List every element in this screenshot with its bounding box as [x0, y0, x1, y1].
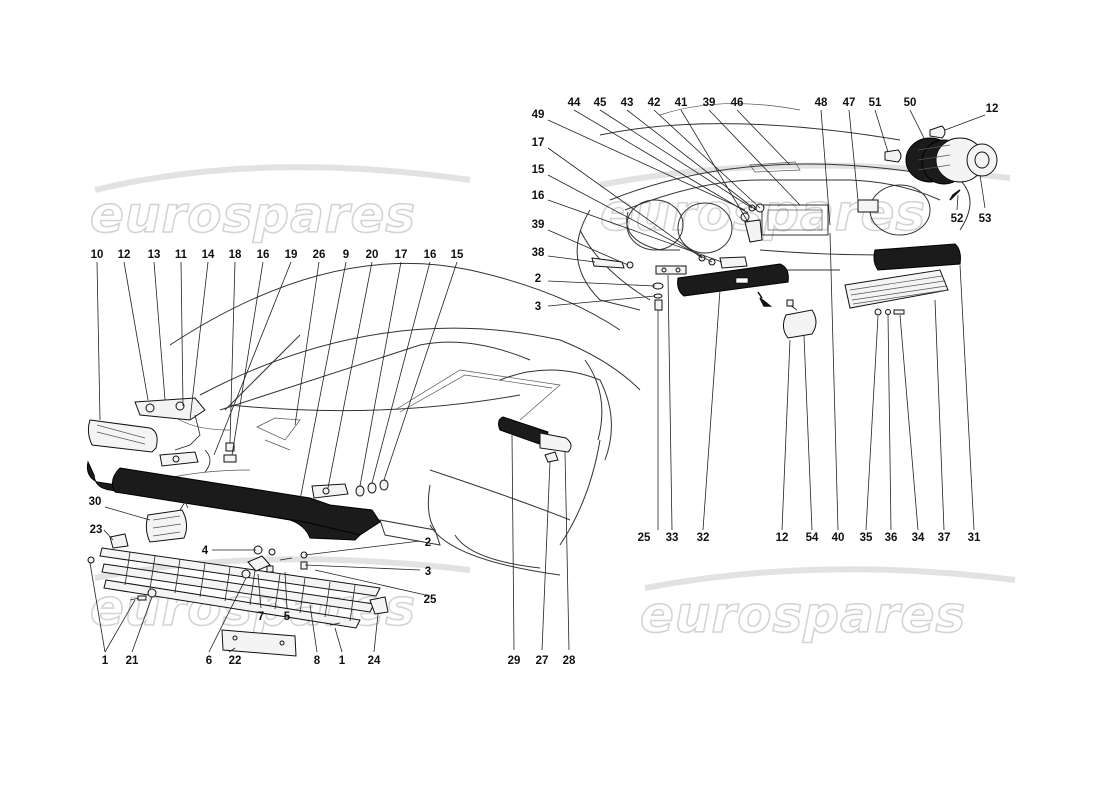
part-label: 48 — [815, 97, 828, 109]
part-label: 10 — [91, 249, 104, 261]
part-label: 51 — [869, 97, 882, 109]
fasteners-left — [87, 545, 389, 626]
part-label: 2 — [425, 537, 431, 549]
part-label: 32 — [697, 532, 710, 544]
watermark-text: eurospares — [640, 586, 966, 644]
horn-assembly — [498, 416, 572, 463]
front-grille — [99, 547, 381, 629]
side-marker-light — [87, 419, 158, 453]
watermark-top-left: eurospares — [89, 164, 471, 245]
part-label: 18 — [229, 249, 242, 261]
part-label: 52 — [951, 213, 964, 225]
part-label: 3 — [425, 566, 431, 578]
arrow-indicator-2 — [949, 189, 961, 201]
part-label: 40 — [832, 532, 845, 544]
part-label: 20 — [366, 249, 379, 261]
part-label: 8 — [314, 655, 321, 667]
part-label: 36 — [885, 532, 898, 544]
rear-bumper-right — [873, 243, 961, 271]
part-label: 13 — [148, 249, 161, 261]
part-label: 47 — [843, 97, 856, 109]
part-label: 41 — [675, 97, 688, 109]
part-label: 19 — [285, 249, 298, 261]
part-label: 26 — [313, 249, 326, 261]
part-label: 30 — [89, 496, 102, 508]
part-label: 11 — [175, 249, 188, 261]
side-light-38 — [591, 257, 625, 269]
part-label: 12 — [986, 103, 999, 115]
part-label: 5 — [284, 611, 291, 623]
fasteners-right — [652, 199, 905, 316]
part-label: 44 — [568, 97, 581, 109]
watermark-top-right: eurospares — [599, 162, 1011, 243]
part-label: 24 — [368, 655, 381, 667]
part-label: 35 — [860, 532, 873, 544]
part-label: 33 — [666, 532, 679, 544]
part-label: 42 — [648, 97, 661, 109]
part-label: 34 — [912, 532, 925, 544]
part-label: 27 — [536, 655, 549, 667]
part-label: 28 — [563, 655, 576, 667]
right-leader-lines — [547, 109, 986, 531]
rear-bumper-left — [677, 263, 789, 297]
part-label: 6 — [206, 655, 212, 667]
bracket-23 — [109, 533, 129, 549]
part-label: 38 — [532, 247, 545, 259]
front-bumper-upper — [111, 467, 381, 536]
part-label: 7 — [258, 611, 264, 623]
part-label: 3 — [535, 301, 541, 313]
bolt-18 — [223, 442, 237, 463]
part-label: 4 — [202, 545, 209, 557]
plate-holder — [221, 629, 297, 657]
part-label: 15 — [451, 249, 464, 261]
part-label: 17 — [532, 137, 545, 149]
part-label: 25 — [424, 594, 437, 606]
part-label: 17 — [395, 249, 408, 261]
part-label: 46 — [731, 97, 744, 109]
watermark-text: eurospares — [90, 186, 416, 244]
part-label: 21 — [126, 655, 139, 667]
part-label: 43 — [621, 97, 634, 109]
part-label: 49 — [532, 109, 545, 121]
part-label: 12 — [776, 532, 789, 544]
part-label: 16 — [532, 190, 545, 202]
arrow-indicator — [757, 291, 773, 307]
part-label: 15 — [532, 164, 545, 176]
part-label: 14 — [202, 249, 215, 261]
part-label: 37 — [938, 532, 951, 544]
part-label: 1 — [339, 655, 346, 667]
watermark-bottom-right: eurospares — [639, 566, 1016, 645]
bumper-bracket-right — [311, 479, 389, 499]
headlight-bracket — [134, 397, 211, 473]
part-label: 16 — [257, 249, 270, 261]
reflector-33 — [655, 265, 687, 275]
rear-lamp-54 — [782, 299, 817, 339]
part-label: 2 — [535, 273, 541, 285]
part-label: 39 — [703, 97, 716, 109]
part-label: 22 — [229, 655, 242, 667]
car-rear-outline — [576, 103, 971, 311]
fog-lamp — [145, 501, 189, 543]
part-label: 12 — [118, 249, 131, 261]
part-label: 29 — [508, 655, 521, 667]
left-leader-lines — [89, 261, 570, 653]
rear-grille — [844, 269, 949, 309]
part-label: 39 — [532, 219, 545, 231]
part-label: 54 — [806, 532, 819, 544]
part-label: 1 — [102, 655, 109, 667]
part-label: 23 — [90, 524, 103, 536]
tail-light-cluster — [905, 137, 998, 185]
part-labels: 10 12 13 11 14 18 16 19 26 9 20 17 16 15… — [89, 97, 999, 667]
part-label: 31 — [968, 532, 981, 544]
watermark-text: eurospares — [600, 184, 926, 242]
car-front-outline — [159, 262, 641, 576]
part-label: 16 — [424, 249, 437, 261]
part-label: 45 — [594, 97, 607, 109]
bulbs — [884, 125, 946, 163]
part-label: 9 — [343, 249, 349, 261]
part-label: 50 — [904, 97, 917, 109]
part-label: 53 — [979, 213, 992, 225]
part-label: 25 — [638, 532, 651, 544]
